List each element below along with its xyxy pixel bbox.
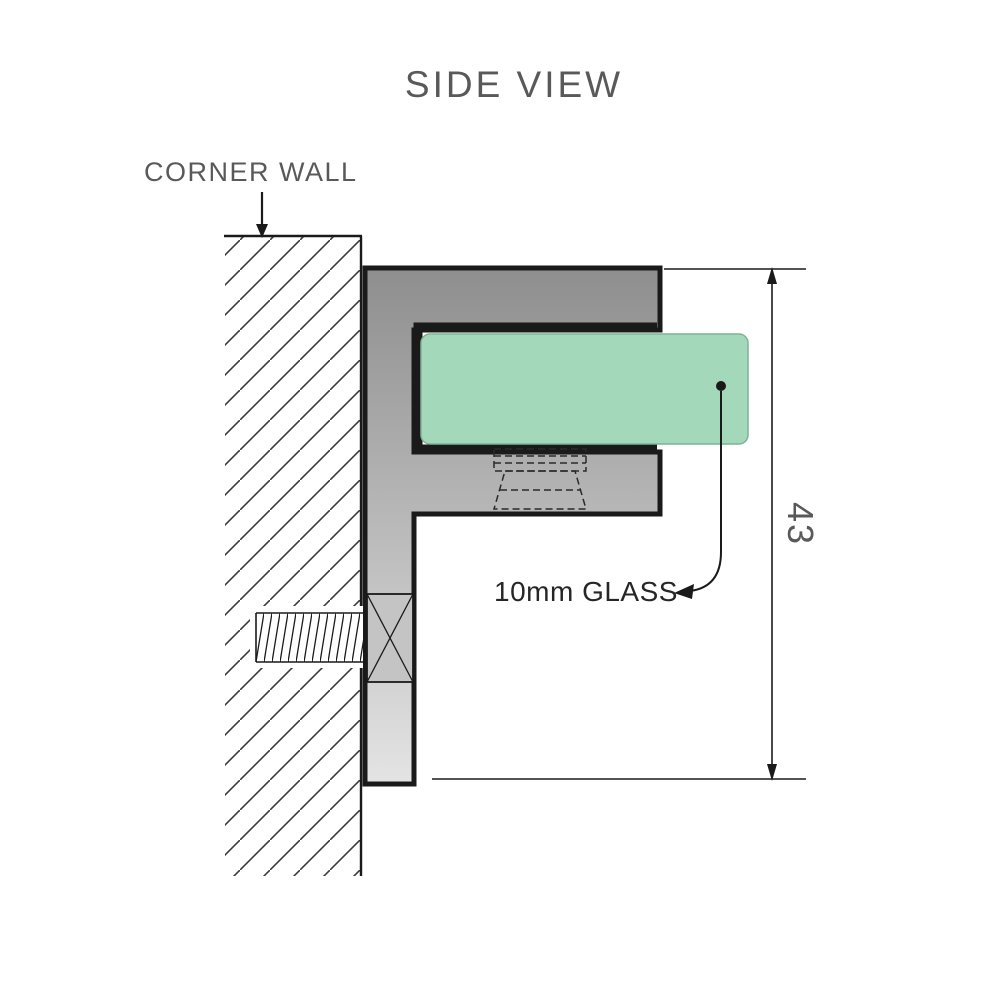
dimension-arrowhead-top-icon	[767, 267, 777, 284]
corner-wall-arrow	[256, 192, 268, 238]
screw	[250, 593, 414, 683]
wall-hatching	[225, 236, 361, 876]
glass-pointer-line	[689, 391, 722, 592]
glass-label: 10mm GLASS	[494, 576, 678, 607]
screw-head-cross-line	[366, 593, 414, 683]
corner-wall-arrowhead-icon	[256, 224, 268, 238]
page-title: SIDE VIEW	[405, 64, 623, 105]
glass-pointer-dot	[716, 381, 726, 391]
screw-thread-hatching	[256, 613, 367, 662]
glass-pointer-arrowhead-icon	[674, 584, 694, 599]
glass-panel	[420, 333, 749, 445]
corner-wall-label: CORNER WALL	[144, 157, 358, 187]
gasket-body-outline	[493, 470, 587, 510]
wall	[224, 234, 363, 876]
glass-annotation: 10mm GLASS	[494, 381, 726, 607]
dimension-height: 43	[432, 267, 821, 781]
bracket-profile	[362, 265, 663, 787]
dimension-label: 43	[780, 502, 821, 546]
dimension-arrowhead-bottom-icon	[767, 764, 777, 781]
glass-channel-lining	[413, 322, 657, 454]
gasket-detail	[493, 448, 587, 510]
